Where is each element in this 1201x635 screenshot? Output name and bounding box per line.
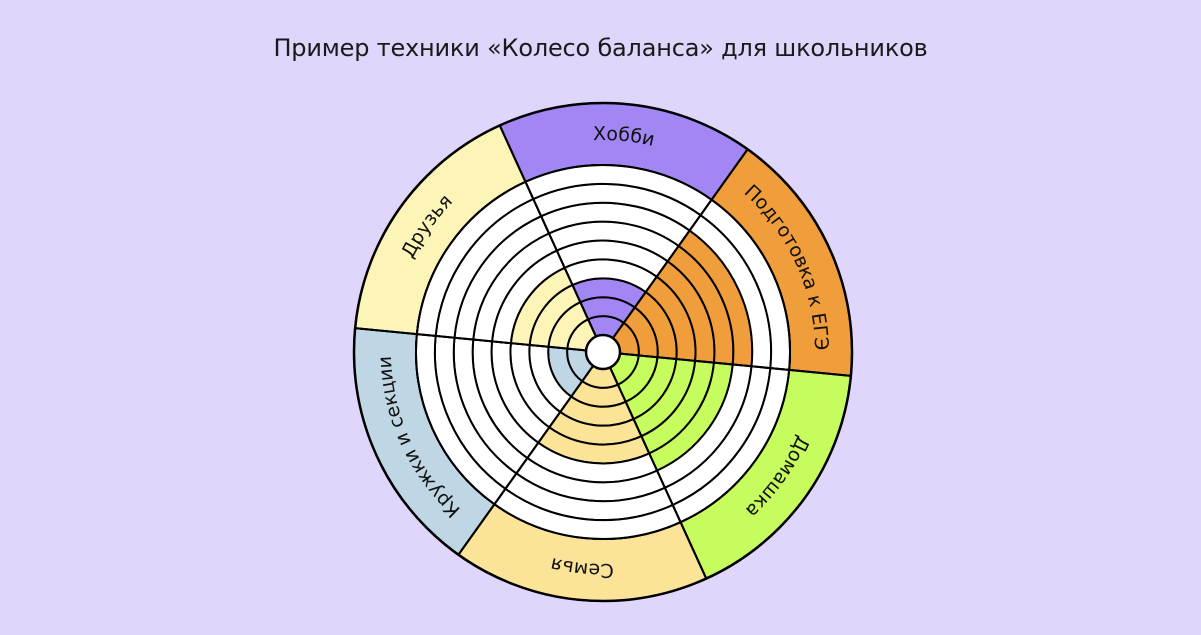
page-title: Пример техники «Колесо баланса» для школ…: [273, 34, 928, 62]
divider-line: [457, 365, 594, 556]
band-inner-rim: [415, 164, 791, 540]
divider-line: [609, 367, 708, 579]
divider-line: [619, 352, 851, 377]
divider-line: [612, 148, 749, 339]
divider-line: [498, 125, 597, 337]
outer-rim: [352, 101, 854, 603]
center-hub: [584, 333, 622, 371]
sector-dividers: [352, 101, 854, 603]
divider-line: [355, 327, 587, 352]
